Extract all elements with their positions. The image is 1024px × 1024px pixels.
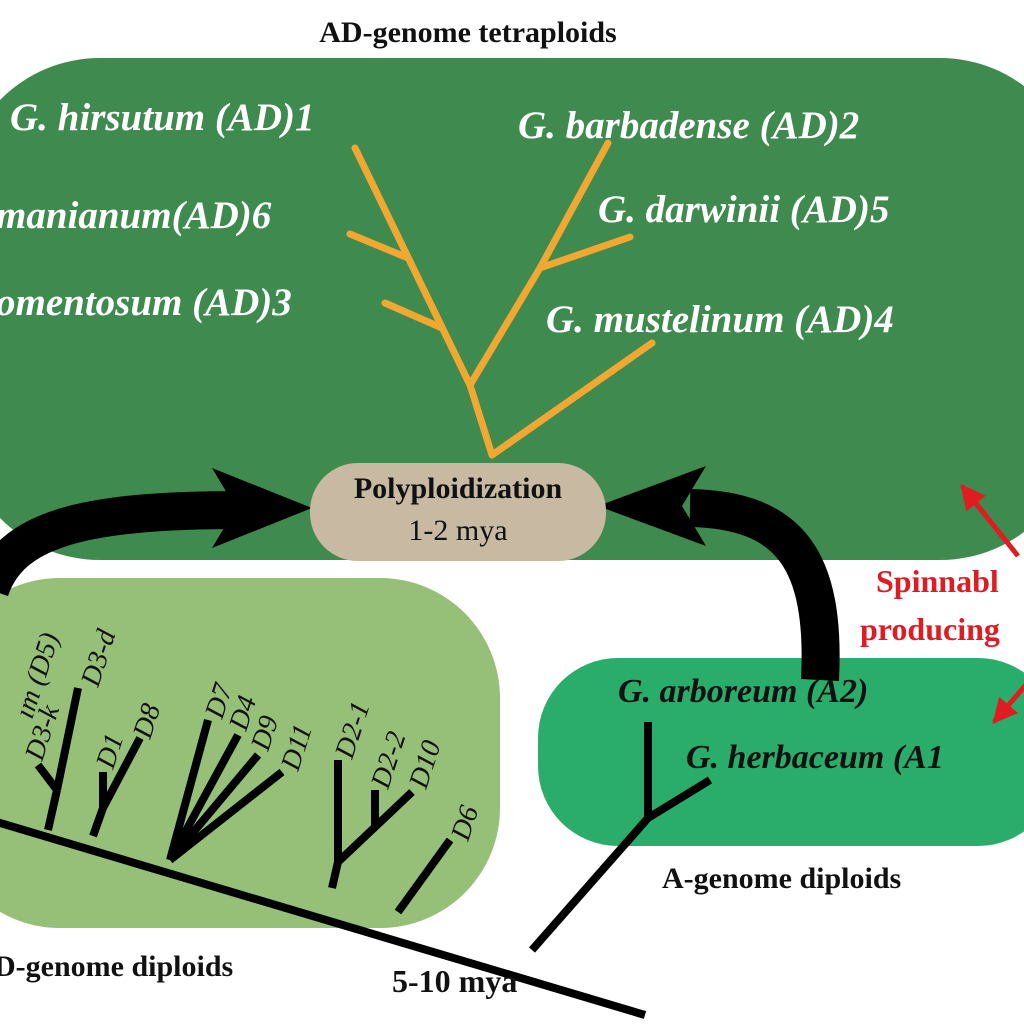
hybridization-arrows xyxy=(0,466,840,681)
d11-branch xyxy=(167,768,285,864)
ad-branch-mustelinum xyxy=(488,339,656,459)
d-parent-arrowhead xyxy=(212,468,312,548)
ad-branch-hirsutum xyxy=(351,144,474,389)
d8-branch xyxy=(99,736,144,810)
spinnable-fiber-annotation: Spinnabl producing xyxy=(860,484,1024,724)
a-clade-stem xyxy=(528,815,652,953)
species-tomentosum: omentosum (AD)3 xyxy=(0,281,292,324)
species-arboreum: G. arboreum (A2) xyxy=(618,673,868,710)
a-genome-region xyxy=(538,658,1024,846)
polyploidization-box xyxy=(310,463,606,561)
d-genome-header: D-genome diploids xyxy=(0,950,233,983)
ad-genome-tree xyxy=(346,139,656,459)
d-parent-arrow-shaft xyxy=(0,491,241,597)
ad-branch-left-right-split xyxy=(466,264,544,389)
ad-branch-root xyxy=(466,381,496,459)
d6-branch xyxy=(394,837,454,915)
species-mustelinum: G. mustelinum (AD)4 xyxy=(546,298,894,341)
annotation-line-1: Spinnabl xyxy=(876,563,999,599)
polyploidization-time: 1-2 mya xyxy=(408,514,507,547)
d7-branch xyxy=(166,718,212,862)
ad-branch-ekmanianum xyxy=(346,230,412,262)
d-genome-region xyxy=(0,578,500,928)
species-ekmanianum: manianum(AD)6 xyxy=(0,194,272,237)
species-barbadense: G. barbadense (AD)2 xyxy=(518,104,859,147)
d1-d8-stem xyxy=(89,806,107,838)
d3d-branch xyxy=(53,687,82,791)
d4-branch xyxy=(166,733,242,862)
a-parent-arrow-shaft xyxy=(689,489,840,681)
herbaceum-branch xyxy=(645,776,713,822)
species-darwinii: G. darwinii (AD)5 xyxy=(598,188,889,231)
d2-clade-stem xyxy=(328,861,342,889)
annotation-arrow-up xyxy=(960,484,1020,558)
ad-genome-header: AD-genome tetraploids xyxy=(319,16,616,49)
annotation-line-2: producing xyxy=(860,611,1000,647)
species-herbaceum: G. herbaceum (A1 xyxy=(686,739,944,776)
polyploidization-node: Polyploidization 1-2 mya xyxy=(310,463,606,561)
polyploidization-label: Polyploidization xyxy=(354,472,563,505)
annotation-arrow-down xyxy=(992,683,1024,724)
a-parent-arrowhead xyxy=(598,466,706,546)
d-genome-tree xyxy=(0,687,713,1019)
a-genome-header: A-genome diploids xyxy=(662,862,901,895)
species-hirsutum: G. hirsutum (AD)1 xyxy=(10,96,315,139)
ad-branch-barbadense xyxy=(536,139,612,272)
ad-branch-darwinii xyxy=(536,233,634,272)
main-backbone xyxy=(0,818,647,1019)
ad-branch-tomentosum xyxy=(381,299,446,332)
d3-clade-stem xyxy=(44,789,61,831)
divergence-time-label: 5-10 mya xyxy=(392,963,517,999)
d9-branch xyxy=(166,752,262,863)
